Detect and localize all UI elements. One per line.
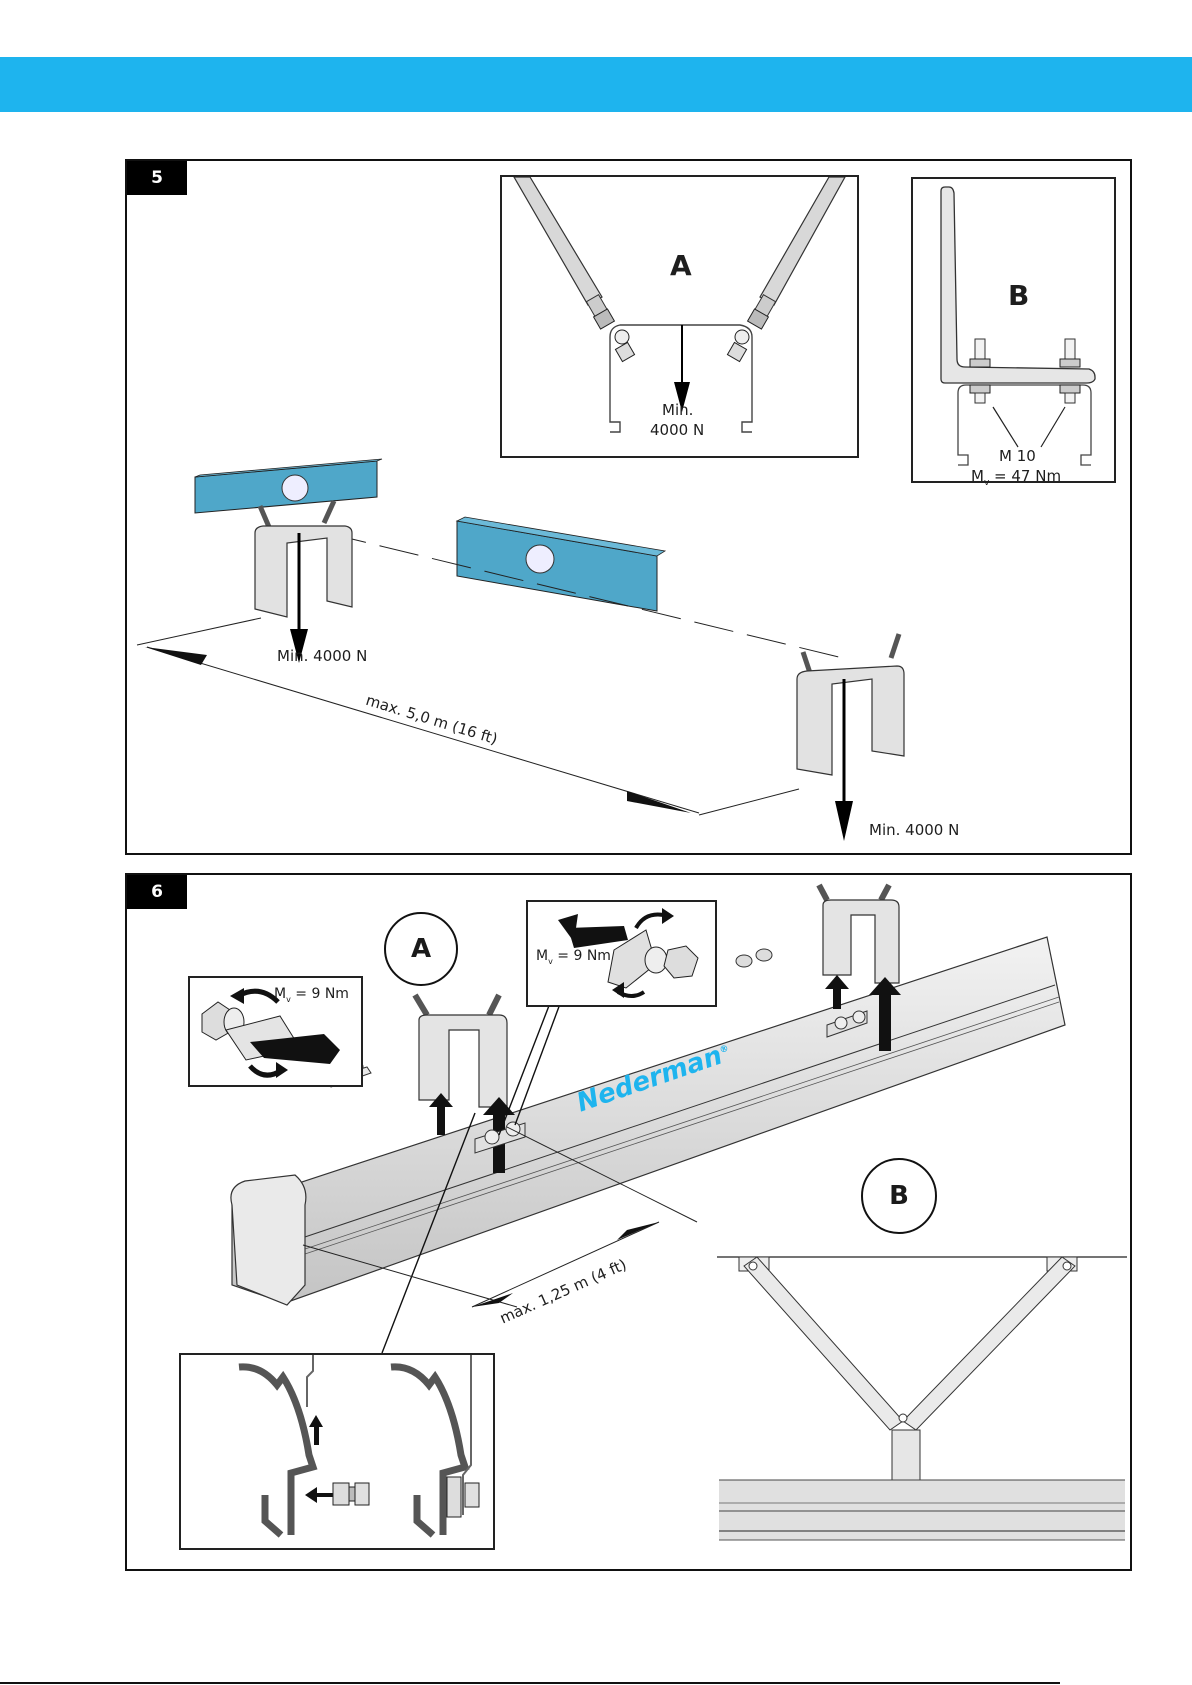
cross-section-illustration <box>181 1355 493 1548</box>
torque-inset-left: Mv = 9 Nm <box>188 976 363 1087</box>
torque-symbol: M <box>274 986 286 1002</box>
torque-value: = 9 Nm <box>553 948 611 964</box>
step-6-panel: 6 <box>125 873 1132 1571</box>
callout-a: A <box>384 912 458 986</box>
torque-value: = 9 Nm <box>291 986 349 1002</box>
left-ceiling-beam <box>195 459 382 513</box>
left-torque-label: Mv = 9 Nm <box>274 986 349 1004</box>
right-force-label: Min. 4000 N <box>869 821 959 839</box>
callout-b: B <box>861 1158 937 1234</box>
span-dimension-5m <box>137 618 799 815</box>
right-hanger-bracket <box>797 634 904 841</box>
footer-rule <box>0 1682 1060 1684</box>
left-force-label: Min. 4000 N <box>277 647 367 665</box>
force-arrow-right <box>835 801 853 841</box>
middle-ceiling-beam <box>457 517 665 611</box>
torque-symbol: M <box>536 948 548 964</box>
torque-inset-center: Mv = 9 Nm <box>526 900 717 1007</box>
header-banner <box>0 57 1192 112</box>
cross-section-before <box>239 1355 369 1535</box>
center-torque-label: Mv = 9 Nm <box>536 948 611 966</box>
left-hanger-bracket <box>255 501 352 663</box>
step-5-panel: 5 A Min. <box>125 159 1132 855</box>
step-5-scene <box>127 161 1130 853</box>
clamp-nuts-top <box>736 949 772 967</box>
detail-b-truss <box>717 1257 1127 1540</box>
rail-cross-section-inset <box>179 1353 495 1550</box>
cross-section-after <box>391 1355 479 1535</box>
